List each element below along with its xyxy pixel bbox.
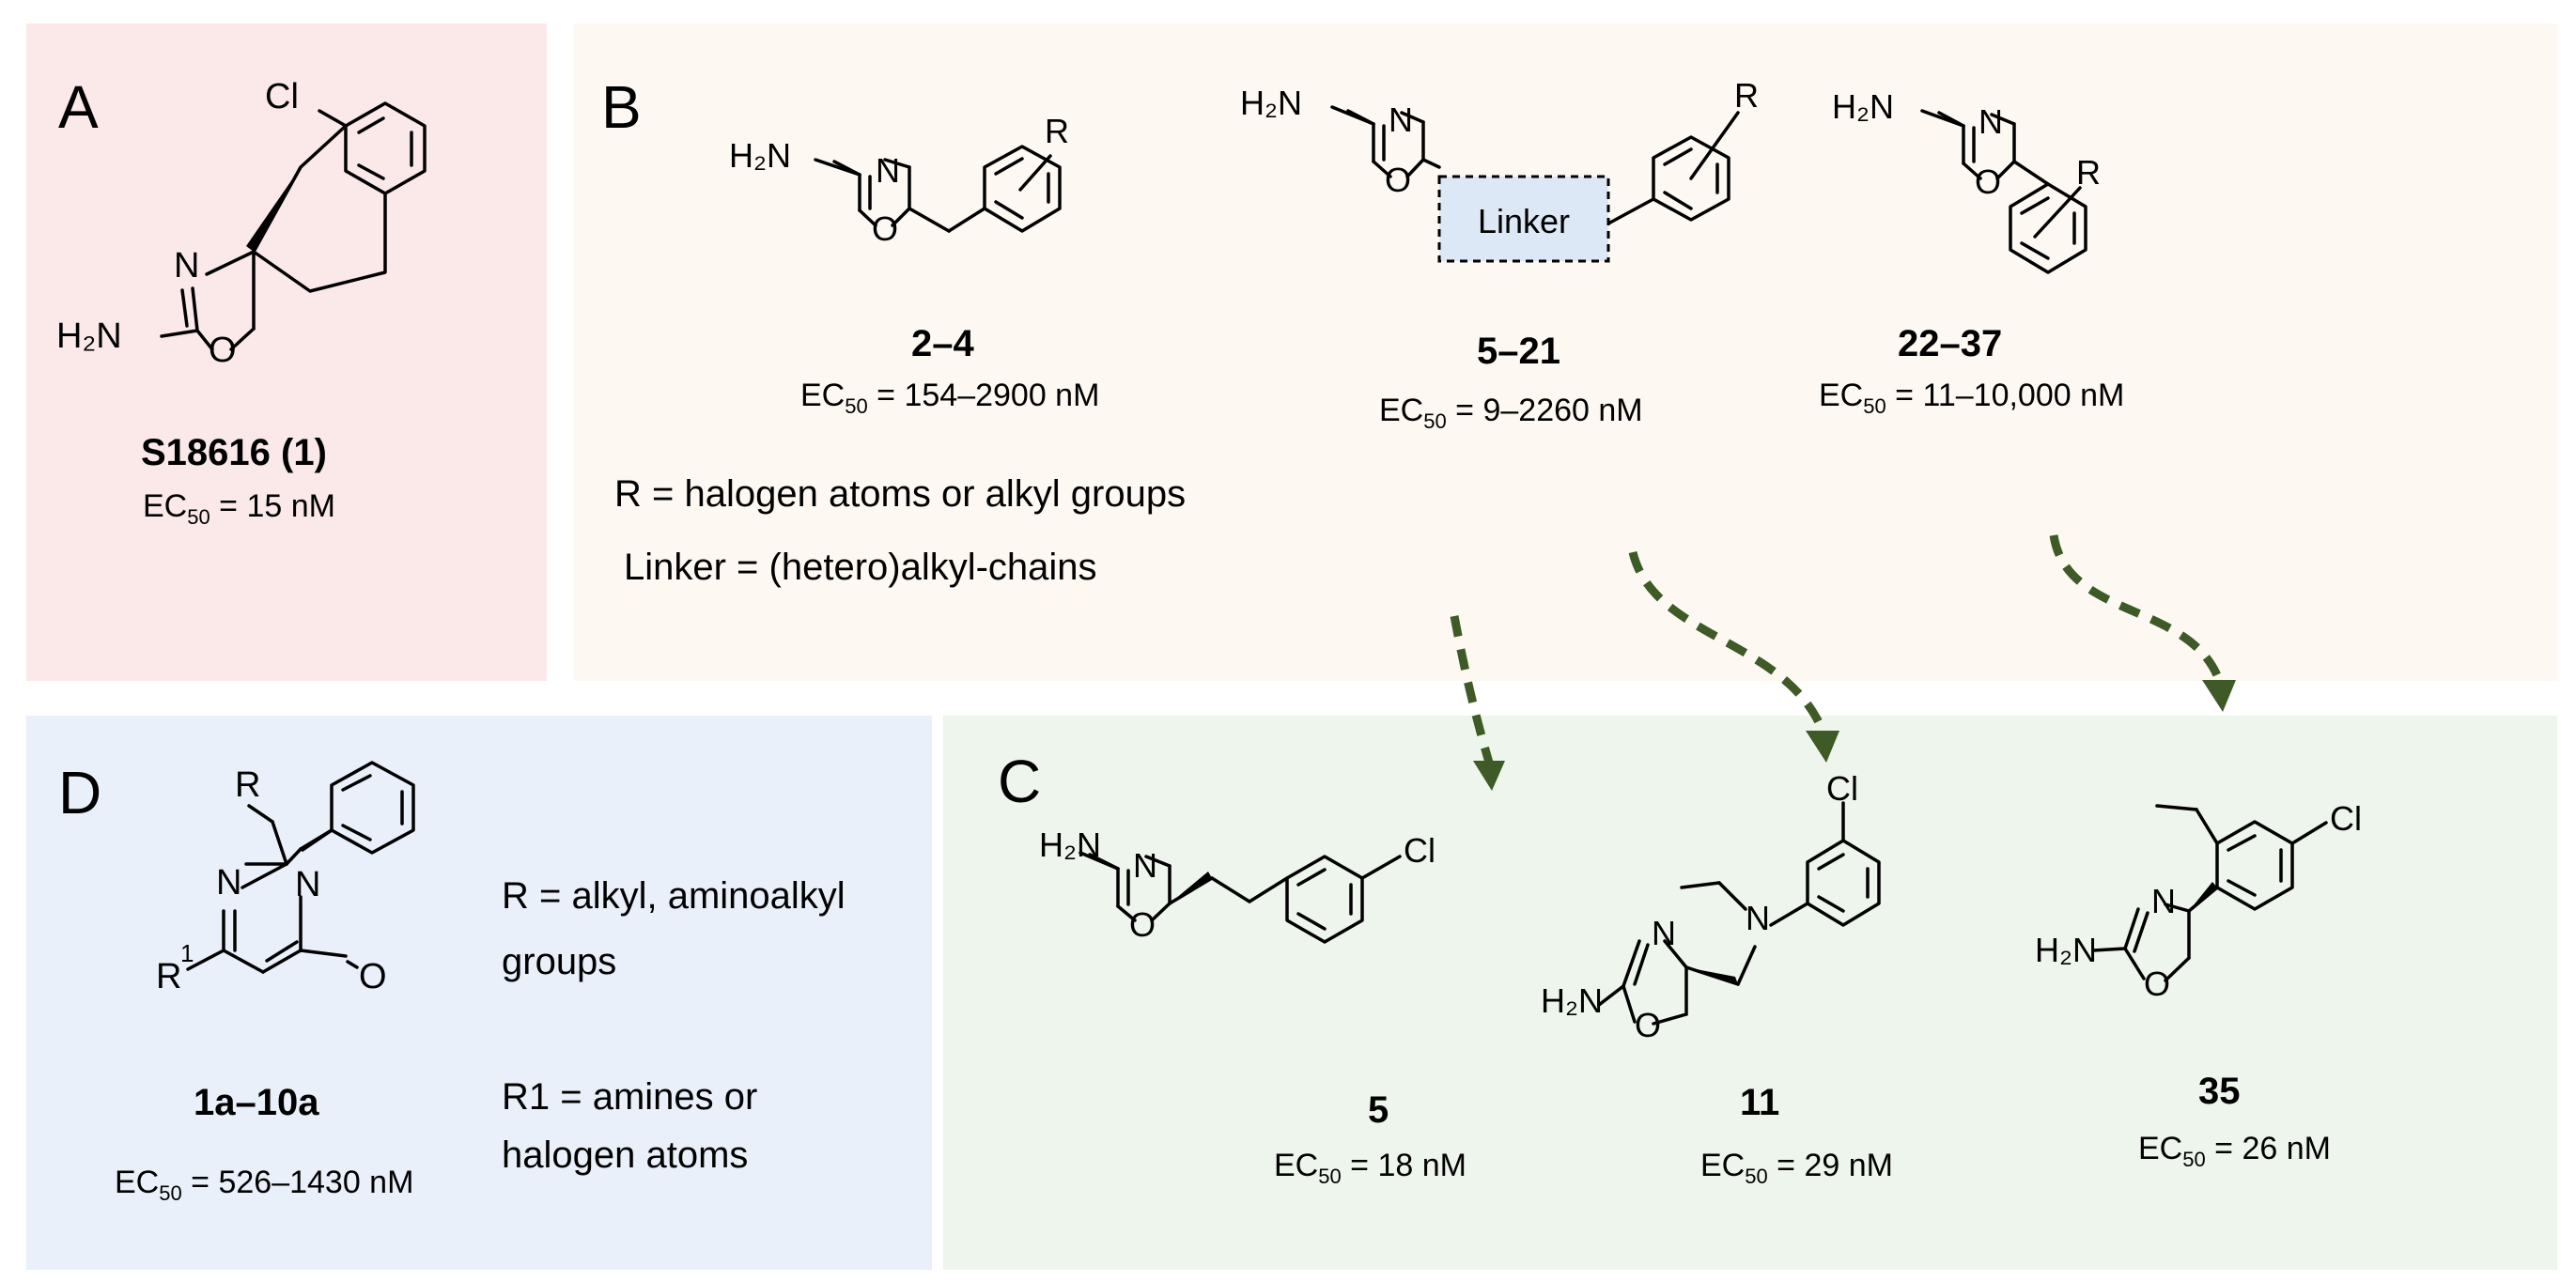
svg-text:Cl: Cl	[2330, 799, 2362, 838]
panel-letter-b: B	[601, 73, 642, 141]
ec50-2-4: EC50 = 154–2900 nM	[800, 378, 1100, 418]
r1-definition-d-line1: R1 = amines or	[502, 1076, 758, 1118]
svg-text:H₂N: H₂N	[2035, 931, 2097, 969]
svg-text:N: N	[1652, 914, 1676, 952]
compound-name-22-37: 22–37	[1898, 323, 2003, 364]
ec50-22-37: EC50 = 11–10,000 nM	[1819, 378, 2125, 418]
atom-n-22-37: N	[1979, 102, 2003, 141]
atom-n-5-21: N	[1389, 100, 1413, 139]
panel-a	[26, 23, 547, 681]
compound-35-structure	[2091, 804, 2328, 982]
atom-r1-d: R	[156, 957, 181, 996]
svg-text:Cl: Cl	[1404, 831, 1435, 870]
compound-name-35: 35	[2198, 1071, 2241, 1112]
panel-letter-c: C	[998, 748, 1042, 815]
svg-text:N: N	[295, 865, 320, 904]
ec50-5: EC50 = 18 nM	[1274, 1148, 1466, 1188]
svg-text:H₂N: H₂N	[1541, 981, 1603, 1020]
compound-name-1a-10a: 1a–10a	[194, 1082, 319, 1123]
panel-b	[573, 23, 2557, 681]
svg-text:O: O	[1635, 1006, 1661, 1044]
panel-d	[26, 716, 932, 1270]
compound-2-4-structure	[814, 145, 1062, 233]
r1-definition-d-line2: halogen atoms	[502, 1134, 749, 1176]
atom-r-5-21: R	[1734, 76, 1759, 115]
atom-o-a: O	[209, 331, 237, 370]
arrowhead-35	[2202, 680, 2236, 712]
atom-h2n-a: H₂N	[56, 316, 122, 356]
svg-text:N: N	[2151, 882, 2176, 920]
linker-box	[1437, 175, 1610, 263]
ec50-35: EC50 = 26 nM	[2138, 1131, 2331, 1171]
compound-name-5-21: 5–21	[1477, 331, 1560, 372]
atom-r-22-37: R	[2076, 153, 2101, 192]
compound-22-37-structure	[1920, 109, 2087, 274]
ec50-11: EC50 = 29 nM	[1700, 1148, 1893, 1188]
svg-text:N: N	[1746, 899, 1770, 937]
panel-letter-a: A	[58, 73, 99, 141]
atom-o-5-21: O	[1385, 161, 1411, 199]
r-definition-d-line1: R = alkyl, aminoalkyl	[502, 875, 846, 917]
arrow-to-compound-11	[1628, 550, 1827, 733]
atom-n-2-4: N	[876, 151, 900, 190]
linker-label: Linker	[1478, 202, 1570, 240]
compound-1a-10a-structure	[186, 761, 415, 974]
atom-h2n-5-21: H₂N	[1240, 84, 1302, 122]
compound-5-structure	[1079, 851, 1402, 944]
ec50-1a-10a: EC50 = 526–1430 nM	[115, 1165, 414, 1205]
compound-11-structure	[1597, 801, 1881, 1026]
atom-cl-a: Cl	[265, 77, 299, 116]
svg-text:Cl: Cl	[1826, 769, 1858, 808]
r-definition-b: R = halogen atoms or alkyl groups	[614, 473, 1187, 515]
atom-h2n-2-4: H₂N	[729, 136, 791, 175]
atom-r-d: R	[235, 765, 260, 805]
panel-letter-d: D	[58, 759, 102, 826]
s18616-structure	[160, 101, 427, 351]
atom-h2n-22-37: H₂N	[1832, 87, 1894, 126]
linker-definition-b: Linker = (hetero)alkyl-chains	[624, 547, 1097, 588]
svg-text:N: N	[216, 863, 241, 903]
arrow-to-compound-5	[1450, 615, 1494, 764]
compound-name-11: 11	[1740, 1082, 1780, 1123]
svg-text:N: N	[1133, 846, 1157, 885]
compound-name-5: 5	[1368, 1089, 1389, 1131]
panel-c	[943, 716, 2557, 1270]
r-definition-d-line2: groups	[502, 941, 617, 982]
compound-name-s18616: S18616 (1)	[141, 432, 327, 473]
atom-r1-sup-d: 1	[180, 939, 194, 967]
atom-n-a: N	[174, 246, 199, 286]
atom-r-2-4: R	[1045, 112, 1069, 150]
atom-o-22-37: O	[1975, 162, 2001, 201]
ec50-s18616: EC50 = 15 nM	[143, 488, 335, 529]
atom-o-2-4: O	[872, 209, 898, 248]
compound-name-2-4: 2–4	[911, 323, 974, 364]
arrowhead-5	[1473, 761, 1505, 791]
svg-text:O: O	[2144, 965, 2170, 1003]
ec50-5-21: EC50 = 9–2260 nM	[1379, 393, 1643, 433]
arrowhead-11	[1806, 731, 1839, 763]
svg-text:H₂N: H₂N	[1039, 826, 1101, 864]
atom-o-d: O	[359, 957, 387, 996]
arrow-to-compound-35	[2049, 534, 2224, 682]
svg-text:O: O	[1129, 905, 1156, 944]
compound-5-21-structure	[1330, 105, 1740, 225]
